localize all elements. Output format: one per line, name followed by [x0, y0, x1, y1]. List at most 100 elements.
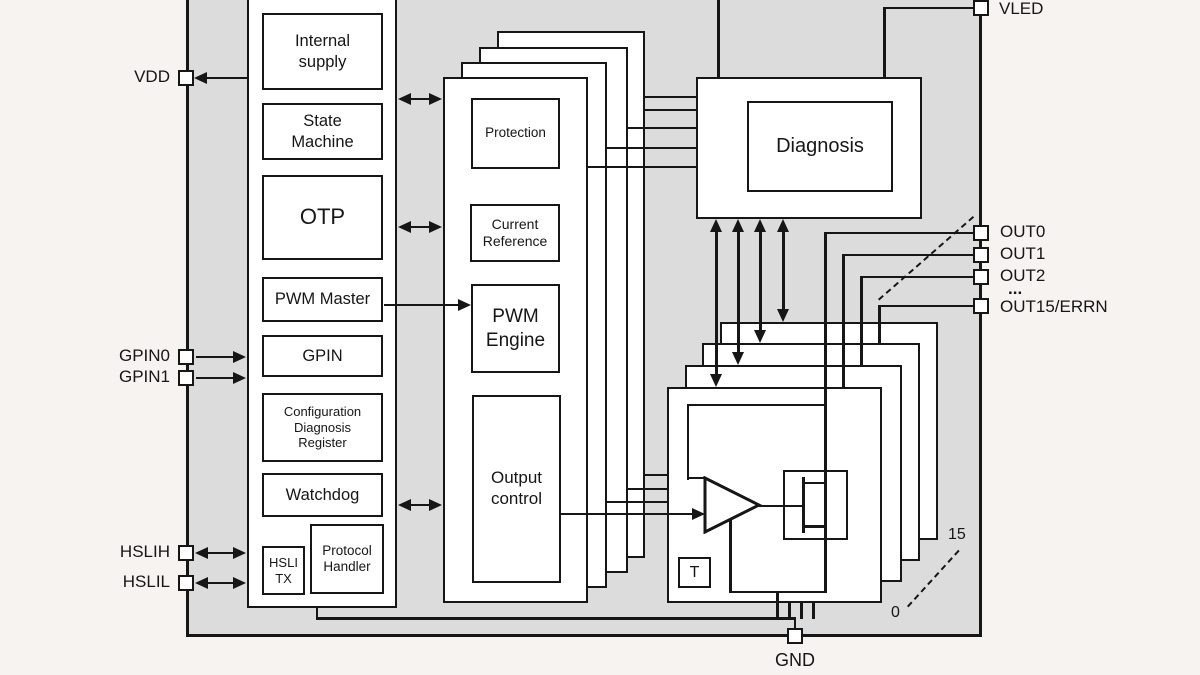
pin-out2: [973, 269, 989, 285]
arrowhead: [710, 374, 722, 387]
wire-out15: [878, 304, 974, 308]
pin-label-vdd: VDD: [134, 67, 170, 86]
arrowhead: [195, 547, 208, 559]
pin-hslil: [178, 575, 194, 591]
wire-feedback: [686, 476, 706, 480]
wire-bus: [644, 95, 697, 99]
internal-supply-block: Internal supply: [262, 13, 383, 90]
wire-gpin1: [196, 376, 236, 380]
state-machine-block: State Machine: [262, 103, 383, 160]
mosfet-gate-bar: [802, 477, 805, 533]
watchdog-block: Watchdog: [262, 473, 383, 517]
pin-out0: [973, 225, 989, 241]
arrowhead: [398, 93, 411, 105]
wire-ctl: [606, 500, 668, 504]
wire-gnd-comb: [788, 602, 791, 619]
channel-index-max: 15: [948, 526, 966, 543]
pin-gpin0: [178, 349, 194, 365]
arrowhead: [710, 219, 722, 232]
arrowhead: [233, 547, 246, 559]
wire-out0: [824, 232, 827, 592]
wire-vled: [883, 6, 975, 10]
pin-label-vled: VLED: [999, 0, 1044, 18]
pin-gpin1: [178, 370, 194, 386]
arrowhead: [732, 219, 744, 232]
protection-block: Protection: [471, 98, 560, 169]
diagnosis-block: Diagnosis: [747, 101, 893, 192]
wire-out1: [842, 253, 974, 257]
arrowhead: [398, 221, 411, 233]
output-control-block: Output control: [472, 395, 561, 583]
wire: [717, 0, 720, 78]
wire-feedback: [686, 404, 689, 480]
wire-out1: [842, 254, 845, 388]
wire-gnd-drop: [793, 618, 797, 630]
wire-feedback: [686, 403, 827, 407]
arrowhead: [233, 372, 246, 384]
wire-output-control: [561, 512, 695, 516]
mosfet-box: [783, 470, 848, 540]
wire-diag-ch2: [759, 229, 762, 335]
wire-out2: [860, 275, 974, 279]
pin-label-hslil: HSLIL: [122, 572, 170, 591]
temperature-sensor-block: T: [678, 557, 711, 588]
pin-out15: [973, 298, 989, 314]
arrowhead: [754, 219, 766, 232]
pin-label-out15: OUT15/ERRN: [1000, 297, 1108, 316]
wire-hslih: [199, 551, 241, 555]
arrowhead: [777, 309, 789, 322]
pwm-master-block: PWM Master: [262, 277, 383, 322]
pin-hslih: [178, 545, 194, 561]
pwm-engine-block: PWM Engine: [471, 284, 560, 373]
wire-bus: [587, 165, 697, 169]
current-reference-block: Current Reference: [470, 204, 560, 262]
wire-gnd-bus: [315, 606, 318, 618]
wire-otp: [402, 225, 438, 229]
arrowhead: [233, 577, 246, 589]
pin-label-gpin0: GPIN0: [118, 346, 170, 365]
pin-label-out0: OUT0: [1000, 222, 1046, 241]
wire-gnd-comb: [776, 592, 779, 619]
pin-vdd: [178, 70, 194, 86]
arrowhead: [692, 508, 705, 520]
mosfet-drain-stub: [802, 481, 826, 485]
amplifier-triangle: [703, 476, 762, 534]
wire-ctl: [627, 487, 668, 491]
arrowhead: [194, 72, 207, 84]
wire-ctl: [644, 473, 668, 477]
wire-diag-ch0: [715, 229, 718, 379]
wire-gnd-comb: [800, 602, 803, 619]
wire-out0: [824, 231, 974, 235]
pin-label-hslih: HSLIH: [119, 542, 170, 561]
wire-diag-ch3: [782, 229, 785, 314]
wire-gnd-bus: [315, 617, 796, 620]
arrowhead: [777, 219, 789, 232]
arrowhead: [754, 330, 766, 343]
arrowhead: [732, 352, 744, 365]
pin-vled: [973, 0, 989, 16]
gpin-block: GPIN: [262, 335, 383, 377]
wire-diag-ch1: [737, 229, 740, 357]
pin-label-out2: OUT2: [1000, 266, 1046, 285]
wire-pwm-master: [384, 303, 460, 307]
arrowhead: [458, 299, 471, 311]
mosfet-source-stub: [802, 525, 826, 528]
pin-label-out1: OUT1: [1000, 244, 1046, 263]
arrowhead: [195, 577, 208, 589]
wire-vled: [883, 8, 886, 78]
wire-bus: [606, 146, 697, 150]
pin-out1: [973, 247, 989, 263]
out-ellipsis: ...: [1008, 279, 1023, 298]
hsli-tx-block: HSLI TX: [262, 546, 305, 595]
pin-gnd: [787, 628, 803, 644]
wire-gpin0: [196, 355, 236, 359]
wire-source-loop: [729, 519, 732, 593]
wire-vdd: [198, 76, 247, 80]
wire-out2: [860, 276, 863, 366]
wire-supply: [402, 97, 438, 101]
wire-bus: [627, 126, 697, 130]
config-diagnosis-register-block: Configuration Diagnosis Register: [262, 393, 383, 462]
pin-label-gpin1: GPIN1: [118, 367, 170, 386]
arrowhead: [233, 351, 246, 363]
